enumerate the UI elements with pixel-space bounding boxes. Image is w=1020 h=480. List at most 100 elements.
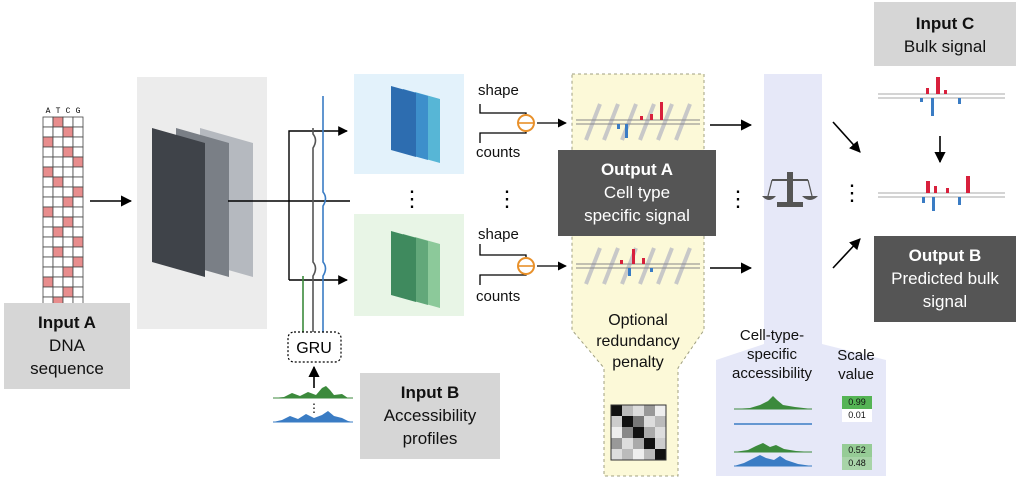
mixing-ellipsis-left: ⋮	[727, 186, 749, 211]
dna-grid-cell	[52, 206, 64, 218]
penalty-matrix-cell	[633, 438, 644, 449]
mix-track-green-bottom	[734, 443, 812, 452]
penalty-matrix-cell	[655, 438, 666, 449]
dna-letter-t: T	[56, 107, 61, 116]
dna-grid-cell	[52, 246, 64, 258]
arrow-lower-to-bulk	[832, 238, 861, 269]
dna-grid-cell	[62, 176, 74, 188]
dna-letter-g: G	[76, 107, 81, 116]
output-b-title: Output B	[908, 246, 982, 265]
dna-grid-cell	[62, 246, 74, 258]
input-a-box: Input A DNA sequence	[4, 303, 130, 389]
output-b-line2: signal	[922, 292, 968, 311]
penalty-matrix-cell	[622, 438, 633, 449]
bottom-head-layers	[391, 231, 440, 308]
dna-grid-cell	[42, 266, 54, 278]
dna-grid-cell	[42, 146, 54, 158]
dna-grid-cell	[62, 266, 74, 278]
bulk-signal-track	[878, 77, 1005, 116]
dna-grid-cell	[52, 216, 64, 228]
top-shape-label: shape	[478, 82, 519, 99]
gru-line-blue	[322, 96, 327, 336]
celltype-signal-top	[576, 102, 700, 141]
input-profile-tracks: ⋮	[273, 386, 353, 423]
arrow-upper-to-bulk	[832, 121, 861, 153]
penalty-matrix-cell	[611, 449, 622, 460]
dna-grid-cell	[72, 126, 84, 138]
dna-grid-cell	[72, 206, 84, 218]
dna-letter-a: A	[46, 107, 51, 116]
dna-grid-cell	[62, 186, 74, 198]
bottom-counts-label: counts	[476, 288, 521, 305]
top-counts-label: counts	[476, 144, 521, 161]
scale-line2: value	[838, 366, 874, 383]
dna-grid-cell	[72, 166, 84, 178]
dna-grid-cell	[42, 116, 54, 128]
input-a-line1: DNA	[49, 336, 85, 355]
profile-track-blue	[273, 411, 353, 422]
output-a-line2: specific signal	[584, 206, 690, 225]
dna-grid-cell	[72, 196, 84, 208]
penalty-line3: penalty	[612, 354, 664, 371]
penalty-matrix-cell	[611, 405, 622, 416]
penalty-matrix-cell	[644, 405, 655, 416]
celltype-signal-bottom	[576, 247, 700, 285]
scale-line1: Scale	[837, 347, 875, 364]
dna-grid-cell	[62, 156, 74, 168]
penalty-matrix-cell	[633, 405, 644, 416]
balance-scale-icon	[762, 172, 818, 207]
dna-grid-cell	[42, 166, 54, 178]
dna-grid-cell	[42, 176, 54, 188]
mixing-panel	[716, 74, 886, 476]
input-a-title: Input A	[38, 313, 96, 332]
dna-grid-cell	[62, 146, 74, 158]
top-head-layers	[391, 86, 440, 163]
dna-grid-cell	[52, 126, 64, 138]
dna-grid-cell	[72, 216, 84, 228]
accessibility-line3: accessibility	[731, 365, 813, 382]
penalty-matrix-cell	[644, 416, 655, 427]
bottom-shape-label: shape	[478, 226, 519, 243]
dna-grid-cell	[62, 256, 74, 268]
dna-grid-cell	[42, 136, 54, 148]
penalty-matrix-cell	[655, 449, 666, 460]
dna-grid-cell	[72, 226, 84, 238]
penalty-matrix-cell	[633, 427, 644, 438]
scale-value-3: 0.52	[842, 444, 872, 457]
dna-letters: A T C G	[46, 107, 81, 116]
dna-grid-cell	[62, 286, 74, 298]
dna-grid-cell	[72, 286, 84, 298]
dna-grid-cell	[42, 156, 54, 168]
accessibility-label: Cell-type- specific accessibility	[720, 326, 824, 383]
input-b-box: Input B Accessibility profiles	[360, 373, 500, 459]
dna-grid-cell	[42, 206, 54, 218]
dna-grid-cell	[42, 286, 54, 298]
dna-grid-cell	[52, 166, 64, 178]
penalty-line2: redundancy	[596, 333, 680, 350]
accessibility-line1: Cell-type-	[739, 327, 805, 344]
penalty-matrix-cell	[633, 449, 644, 460]
dna-grid-cell	[42, 186, 54, 198]
encoder-layers	[152, 128, 253, 277]
dna-grid-cell	[72, 246, 84, 258]
dna-grid-cell	[72, 146, 84, 158]
gru-signal-lines	[302, 96, 327, 336]
output-a-box: Output A Cell type specific signal	[558, 150, 716, 236]
profile-ellipsis: ⋮	[308, 401, 320, 415]
input-c-line1: Bulk signal	[903, 37, 987, 56]
penalty-matrix-cell	[611, 416, 622, 427]
mixing-ellipsis-right: ⋮	[841, 180, 863, 205]
head-ellipsis: ⋮	[401, 186, 423, 211]
penalty-matrix-cell	[655, 405, 666, 416]
output-a-line1: Cell type	[603, 183, 671, 202]
dna-grid-cell	[72, 256, 84, 268]
penalty-matrix-cell	[622, 427, 633, 438]
mix-track-green-top	[734, 396, 812, 409]
encoder-routing	[228, 126, 350, 285]
gru-box	[287, 331, 342, 363]
output-a-title: Output A	[600, 160, 674, 179]
input-b-line1: Accessibility	[383, 406, 477, 425]
dna-grid-cell	[52, 256, 64, 268]
scale-value-label: Scale value	[826, 346, 886, 384]
dna-grid-cell	[52, 286, 64, 298]
